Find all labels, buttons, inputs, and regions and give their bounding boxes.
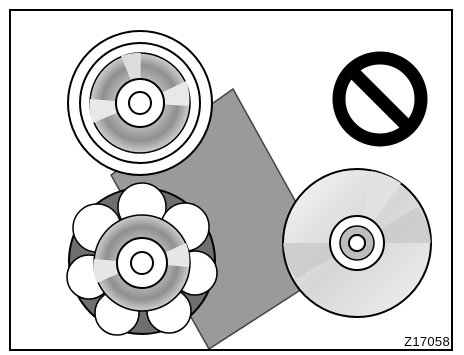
- illustration-frame: Z17058: [9, 9, 453, 351]
- figure-code: Z17058: [404, 335, 450, 348]
- disc-with-label-ring-icon: [68, 31, 212, 175]
- disc-flower-shaped-icon: [67, 183, 217, 335]
- disc-transparent-icon: [283, 169, 431, 317]
- prohibited-icon: [339, 58, 421, 140]
- illustration-canvas: [11, 11, 451, 349]
